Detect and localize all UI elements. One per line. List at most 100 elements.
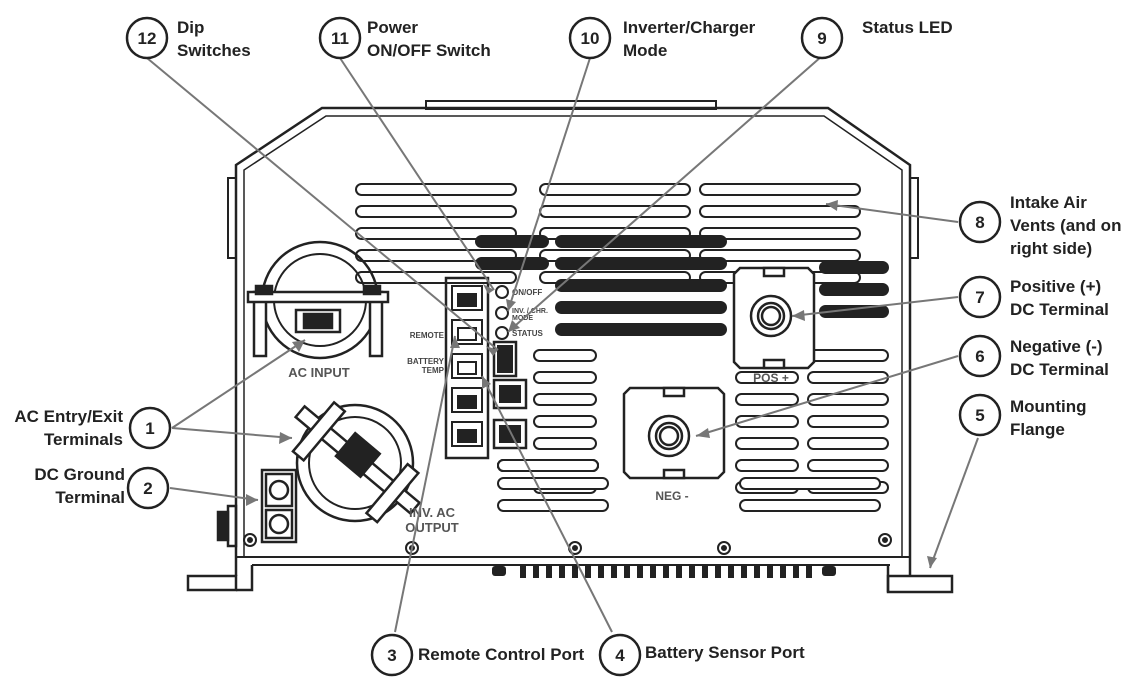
remote-port-label: REMOTE xyxy=(410,331,445,340)
vent-slot xyxy=(555,301,727,314)
vent-slot xyxy=(555,235,727,248)
callout-label-7: Positive (+)DC Terminal xyxy=(1010,277,1109,319)
bottom-vents xyxy=(492,566,836,578)
ac-input-label: AC INPUT xyxy=(288,365,349,380)
callout-number-9: 9 xyxy=(800,16,844,60)
ac-output-label-1: INV. AC xyxy=(409,505,456,520)
callout-label-9: Status LED xyxy=(862,18,953,37)
vent-slot xyxy=(533,349,597,362)
svg-text:3: 3 xyxy=(387,646,396,665)
svg-text:2: 2 xyxy=(143,479,152,498)
vent-slot xyxy=(497,459,599,472)
intake-air-vents xyxy=(355,183,889,512)
vent-slot xyxy=(819,261,889,274)
svg-text:8: 8 xyxy=(975,213,984,232)
vent-slot xyxy=(533,371,597,384)
svg-text:10: 10 xyxy=(581,29,600,48)
callout-number-5: 5 xyxy=(958,393,1002,437)
vent-slot xyxy=(555,257,727,270)
vent-slot xyxy=(475,257,549,270)
callout-label-3: Remote Control Port xyxy=(418,645,585,664)
vent-slot xyxy=(699,183,861,196)
svg-text:7: 7 xyxy=(975,288,984,307)
vent-slot xyxy=(739,477,881,490)
ac-input-terminal xyxy=(246,240,390,360)
svg-text:4: 4 xyxy=(615,646,625,665)
svg-text:9: 9 xyxy=(817,29,826,48)
callout-number-10: 10 xyxy=(568,16,612,60)
negative-dc-terminal xyxy=(622,386,726,480)
callout-number-8: 8 xyxy=(958,200,1002,244)
chassis xyxy=(227,100,919,566)
callout-number-12: 12 xyxy=(125,16,169,60)
on-off-label: ON/OFF xyxy=(512,288,542,297)
callout-number-6: 6 xyxy=(958,334,1002,378)
vent-slot xyxy=(699,227,861,240)
svg-text:12: 12 xyxy=(138,29,157,48)
callout-number-7: 7 xyxy=(958,275,1002,319)
neg-label: NEG - xyxy=(655,489,688,503)
vent-slot xyxy=(807,459,889,472)
vent-slot xyxy=(533,437,597,450)
vent-slot xyxy=(807,349,889,362)
vent-slot xyxy=(819,305,889,318)
mounting-flange xyxy=(186,565,954,594)
indicator-leds xyxy=(495,285,509,340)
callout-number-3: 3 xyxy=(370,633,414,677)
callout-number-11: 11 xyxy=(318,16,362,60)
port-column xyxy=(444,276,528,460)
svg-text:5: 5 xyxy=(975,406,984,425)
vent-slot xyxy=(735,437,799,450)
vent-slot xyxy=(735,371,799,384)
vent-slot xyxy=(355,271,517,284)
vent-slot xyxy=(699,205,861,218)
vent-slot xyxy=(475,235,549,248)
vent-slot xyxy=(735,459,799,472)
vent-slot xyxy=(807,415,889,428)
svg-text:11: 11 xyxy=(331,29,349,48)
vent-slot xyxy=(807,437,889,450)
vent-slot xyxy=(355,183,517,196)
status-label: STATUS xyxy=(512,329,543,338)
vent-slot xyxy=(533,393,597,406)
vent-slot xyxy=(555,323,727,336)
ac-output-terminal xyxy=(291,400,422,524)
svg-text:6: 6 xyxy=(975,347,984,366)
vent-slot xyxy=(735,393,799,406)
callout-label-6: Negative (-)DC Terminal xyxy=(1010,337,1109,379)
vent-slot xyxy=(699,249,861,262)
vent-slot xyxy=(355,227,517,240)
vent-slot xyxy=(819,283,889,296)
positive-dc-terminal xyxy=(732,266,816,370)
leader-arrowheads xyxy=(246,200,937,568)
vent-slot xyxy=(497,477,609,490)
vent-slot xyxy=(497,499,609,512)
battery-port-label-1: BATTERY xyxy=(407,357,445,366)
vent-slot xyxy=(355,205,517,218)
callout-number-1: 1 xyxy=(128,406,172,450)
callout-number-2: 2 xyxy=(126,466,170,510)
vent-slot xyxy=(807,393,889,406)
callout-number-4: 4 xyxy=(598,633,642,677)
vent-slot xyxy=(539,183,691,196)
ac-output-label-2: OUTPUT xyxy=(405,520,459,535)
vent-slot xyxy=(533,415,597,428)
dc-ground-terminal xyxy=(216,468,298,548)
vent-slot xyxy=(555,279,727,292)
pos-label: POS + xyxy=(753,371,789,385)
vent-slot xyxy=(539,205,691,218)
leader-lines xyxy=(146,55,979,633)
vent-slot xyxy=(739,499,881,512)
callout-label-4: Battery Sensor Port xyxy=(645,643,805,662)
svg-text:1: 1 xyxy=(145,419,154,438)
